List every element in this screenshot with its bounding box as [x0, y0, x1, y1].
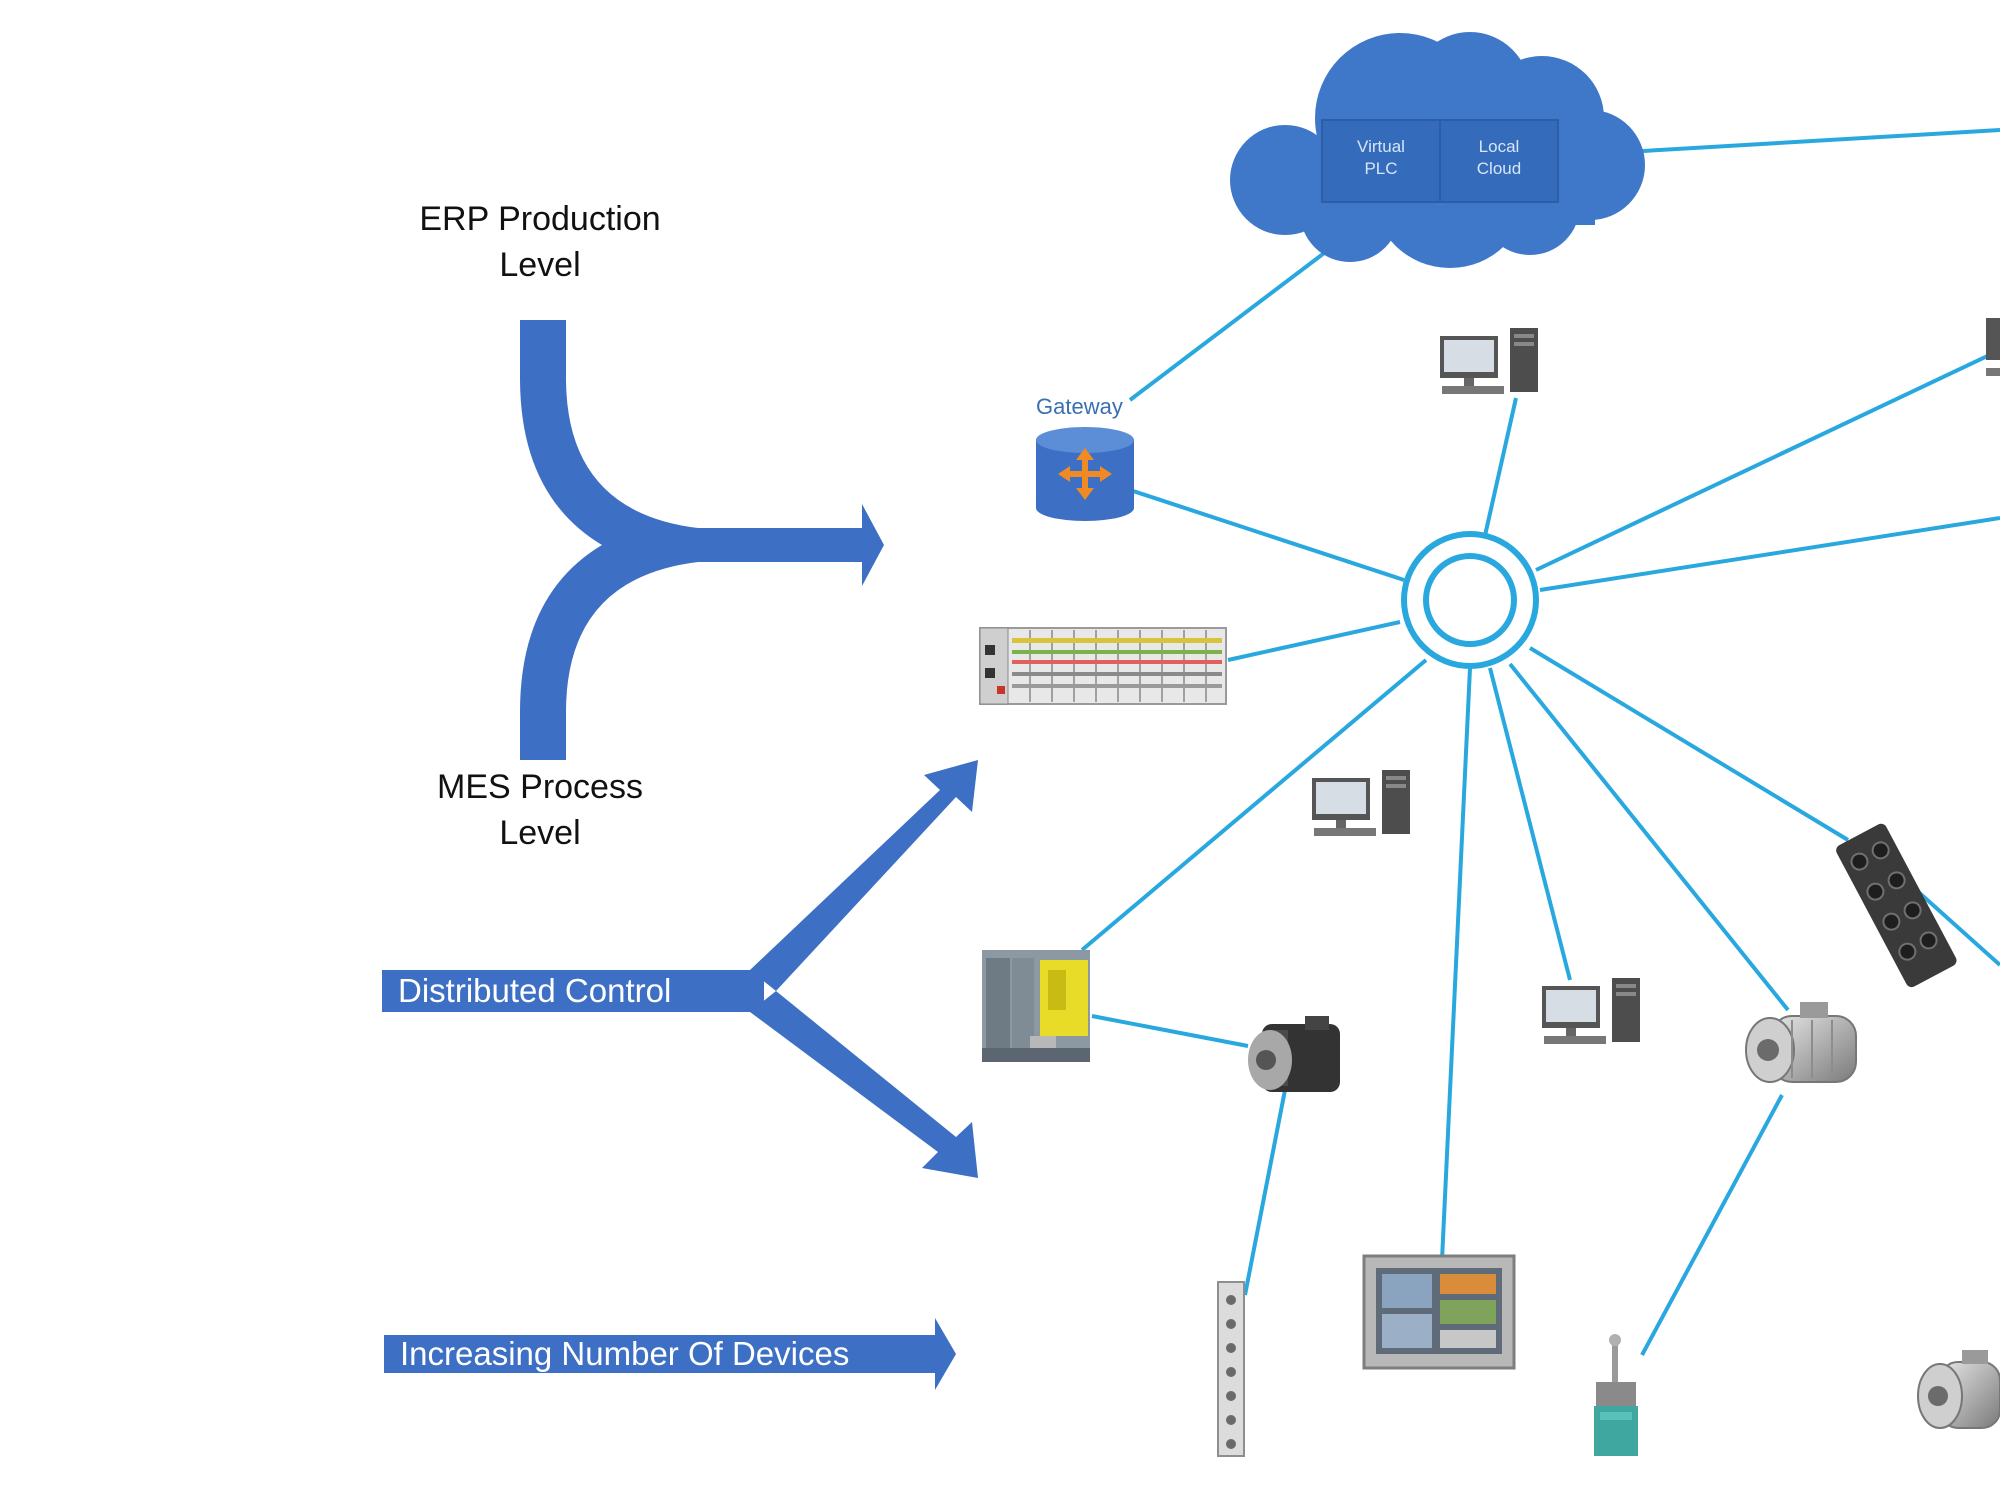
- gateway-icon: [1036, 427, 1134, 521]
- increasing-number-of-devices-label: Increasing Number Of Devices: [400, 1335, 850, 1372]
- desktop-computer-icon: [1986, 318, 2000, 376]
- link-plc-servo: [1091, 1014, 1249, 1048]
- gateway-label: Gateway: [1036, 394, 1123, 419]
- desktop-computer-icon: [1312, 770, 1410, 836]
- desktop-computer-icon: [1542, 978, 1640, 1044]
- local-cloud-box: [1439, 119, 1559, 203]
- link-hub-right2: [1539, 516, 2000, 592]
- link-hub-hmi: [1440, 667, 1472, 1261]
- erp-production-level-label: ERP Production Level: [419, 200, 661, 284]
- desktop-computer-icon: [1440, 328, 1538, 394]
- io-strip-icon: [1217, 1281, 1245, 1457]
- link-gateway-cloud: [1128, 230, 1354, 402]
- link-hub-plc: [1080, 658, 1428, 952]
- link-hub-rack: [1227, 620, 1401, 662]
- cloud-icon: [1230, 32, 1645, 268]
- limit-switch-icon: [1594, 1334, 1638, 1456]
- electric-motor-icon: [1745, 1002, 1857, 1083]
- link-gateway-hub: [1129, 488, 1405, 582]
- link-hub-motor: [1508, 662, 1790, 1012]
- link-hub-right1: [1535, 348, 2000, 572]
- erp-mes-merge-arrow: [520, 320, 884, 760]
- plc-controller-icon: [982, 950, 1090, 1062]
- link-servo-iostrip: [1243, 1089, 1287, 1296]
- servo-motor-icon: [1248, 1016, 1340, 1092]
- mes-process-level-label: MES Process Level: [437, 768, 643, 852]
- distributed-control-arrow: [382, 760, 978, 1178]
- local-cloud-label: Local Cloud: [1476, 137, 1522, 178]
- link-hub-pc1: [1482, 397, 1518, 541]
- connection-lines: [1080, 128, 2000, 1356]
- io-block-icon: [1836, 823, 1957, 988]
- link-motor-switch: [1640, 1094, 1784, 1356]
- hub-ring-icon: [1401, 531, 1539, 669]
- link-hub-pc3: [1488, 667, 1572, 981]
- io-module-rack-icon: [979, 627, 1227, 705]
- virtual-plc-label: Virtual PLC: [1357, 137, 1405, 178]
- link-hub-ioblock: [1528, 646, 1850, 842]
- virtual-plc-box: [1321, 119, 1441, 203]
- electric-motor-icon: [1917, 1350, 2000, 1429]
- hmi-panel-icon: [1362, 1254, 1516, 1370]
- increasing-devices-arrow: [384, 1318, 956, 1390]
- distributed-control-label: Distributed Control: [398, 972, 672, 1009]
